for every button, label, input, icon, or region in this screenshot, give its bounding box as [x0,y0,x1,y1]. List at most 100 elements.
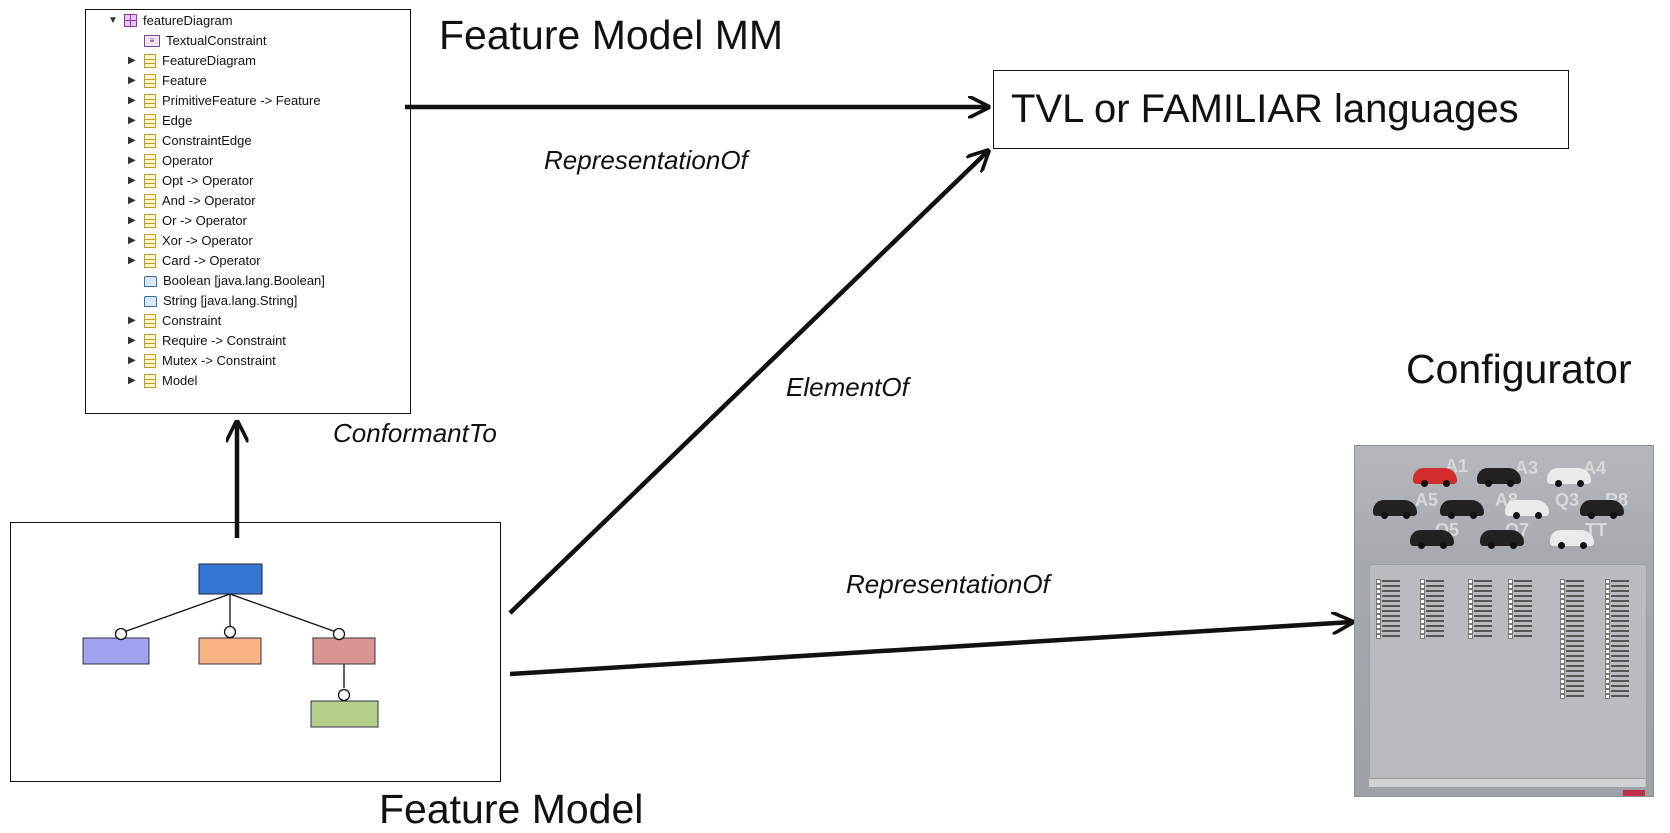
option-checkbox[interactable] [1605,694,1610,699]
option-checkbox[interactable] [1605,594,1610,599]
option-checkbox[interactable] [1468,614,1473,619]
option-checkbox[interactable] [1605,689,1610,694]
option-checkbox[interactable] [1605,684,1610,689]
option-checkbox[interactable] [1468,609,1473,614]
option-checkbox[interactable] [1560,644,1565,649]
option-checkbox[interactable] [1560,624,1565,629]
tree-item[interactable]: Boolean [java.lang.Boolean] [142,271,325,291]
option-checkbox[interactable] [1560,584,1565,589]
option-checkbox[interactable] [1605,584,1610,589]
tree-item[interactable]: ▶Model [128,371,197,391]
option-checkbox[interactable] [1376,634,1381,639]
option-checkbox[interactable] [1508,619,1513,624]
option-checkbox[interactable] [1420,619,1425,624]
collapsed-triangle-icon[interactable]: ▶ [128,375,136,386]
tree-item[interactable]: String [java.lang.String] [142,291,297,311]
collapsed-triangle-icon[interactable]: ▶ [128,95,136,106]
collapsed-triangle-icon[interactable]: ▶ [128,155,136,166]
option-checkbox[interactable] [1605,649,1610,654]
car-thumbnail[interactable] [1547,468,1591,487]
car-thumbnail[interactable] [1373,500,1417,519]
option-checkbox[interactable] [1605,634,1610,639]
option-checkbox[interactable] [1560,594,1565,599]
option-checkbox[interactable] [1560,629,1565,634]
option-checkbox[interactable] [1468,619,1473,624]
option-checkbox[interactable] [1605,659,1610,664]
option-checkbox[interactable] [1376,594,1381,599]
collapsed-triangle-icon[interactable]: ▶ [128,55,136,66]
option-checkbox[interactable] [1468,624,1473,629]
car-thumbnail[interactable] [1440,500,1484,519]
option-checkbox[interactable] [1508,624,1513,629]
tree-item[interactable]: ▶Opt -> Operator [128,171,253,191]
tree-item[interactable]: ▶Card -> Operator [128,251,261,271]
option-checkbox[interactable] [1376,579,1381,584]
option-checkbox[interactable] [1560,679,1565,684]
tree-item[interactable]: ▶Or -> Operator [128,211,247,231]
collapsed-triangle-icon[interactable]: ▶ [128,215,136,226]
option-checkbox[interactable] [1560,694,1565,699]
option-checkbox[interactable] [1468,579,1473,584]
option-checkbox[interactable] [1560,634,1565,639]
option-checkbox[interactable] [1605,669,1610,674]
car-thumbnail[interactable] [1480,530,1524,549]
tree-item[interactable]: ▶ConstraintEdge [128,131,252,151]
collapsed-triangle-icon[interactable]: ▶ [128,255,136,266]
car-thumbnail[interactable] [1413,468,1457,487]
option-checkbox[interactable] [1560,689,1565,694]
collapsed-triangle-icon[interactable]: ▶ [128,75,136,86]
option-checkbox[interactable] [1420,634,1425,639]
option-checkbox[interactable] [1420,604,1425,609]
option-checkbox[interactable] [1605,639,1610,644]
option-checkbox[interactable] [1560,664,1565,669]
option-checkbox[interactable] [1605,604,1610,609]
option-checkbox[interactable] [1605,624,1610,629]
option-checkbox[interactable] [1376,604,1381,609]
option-checkbox[interactable] [1560,649,1565,654]
tree-root-feature-diagram[interactable]: ▼featureDiagram [108,11,233,31]
option-checkbox[interactable] [1468,604,1473,609]
car-thumbnail[interactable] [1505,500,1549,519]
tree-item[interactable]: ▶Mutex -> Constraint [128,351,276,371]
option-checkbox[interactable] [1508,589,1513,594]
car-thumbnail[interactable] [1580,500,1624,519]
option-checkbox[interactable] [1420,614,1425,619]
option-checkbox[interactable] [1605,664,1610,669]
car-thumbnail[interactable] [1410,530,1454,549]
option-checkbox[interactable] [1468,589,1473,594]
collapsed-triangle-icon[interactable]: ▶ [128,355,136,366]
option-checkbox[interactable] [1420,609,1425,614]
option-checkbox[interactable] [1560,604,1565,609]
option-checkbox[interactable] [1376,624,1381,629]
option-checkbox[interactable] [1605,614,1610,619]
option-checkbox[interactable] [1376,599,1381,604]
option-checkbox[interactable] [1376,629,1381,634]
car-thumbnail[interactable] [1550,530,1594,549]
option-checkbox[interactable] [1560,639,1565,644]
option-checkbox[interactable] [1560,654,1565,659]
option-checkbox[interactable] [1560,579,1565,584]
option-checkbox[interactable] [1508,634,1513,639]
option-checkbox[interactable] [1508,599,1513,604]
option-checkbox[interactable] [1420,579,1425,584]
option-checkbox[interactable] [1508,609,1513,614]
option-checkbox[interactable] [1468,634,1473,639]
option-checkbox[interactable] [1605,619,1610,624]
option-checkbox[interactable] [1560,674,1565,679]
option-checkbox[interactable] [1376,609,1381,614]
option-checkbox[interactable] [1560,614,1565,619]
option-checkbox[interactable] [1605,629,1610,634]
tree-item[interactable]: ▶PrimitiveFeature -> Feature [128,91,321,111]
tree-item[interactable]: ▶Require -> Constraint [128,331,286,351]
option-checkbox[interactable] [1376,619,1381,624]
option-checkbox[interactable] [1605,644,1610,649]
option-checkbox[interactable] [1605,589,1610,594]
option-checkbox[interactable] [1420,629,1425,634]
option-checkbox[interactable] [1420,594,1425,599]
option-checkbox[interactable] [1508,629,1513,634]
tree-item[interactable]: ▶Constraint [128,311,221,331]
tree-item[interactable]: ▶FeatureDiagram [128,51,256,71]
tree-item[interactable]: ▶Edge [128,111,192,131]
option-checkbox[interactable] [1420,599,1425,604]
option-checkbox[interactable] [1376,589,1381,594]
